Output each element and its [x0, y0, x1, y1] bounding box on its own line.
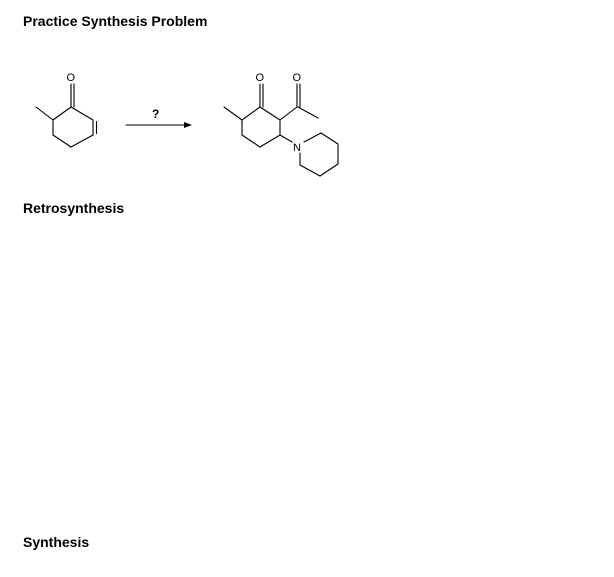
synthesis-heading: Synthesis: [23, 534, 90, 550]
nitrogen-label: N: [293, 142, 301, 154]
piperidine-bond: [320, 132, 339, 145]
arrow-head-icon: [184, 122, 192, 128]
page-title: Practice Synthesis Problem: [23, 13, 208, 29]
side-chain-bond: [279, 106, 298, 121]
c-n-bond: [279, 134, 293, 143]
reaction-scheme: O ? O O: [0, 50, 360, 190]
piperidine-bond: [319, 163, 339, 177]
ring-bond: [70, 106, 94, 121]
oxygen-label-1: O: [256, 72, 265, 84]
methyl-bond: [35, 106, 54, 121]
ring-bond: [52, 134, 72, 148]
ring-bond: [241, 106, 261, 121]
oxygen-label: O: [67, 72, 76, 84]
ring-bond: [52, 106, 72, 121]
reagent-label: ?: [152, 107, 159, 121]
retrosynthesis-heading: Retrosynthesis: [23, 200, 125, 216]
oxygen-label-2: O: [293, 72, 302, 84]
starting-material-structure: O: [35, 72, 98, 148]
piperidine-bond: [299, 164, 321, 177]
ring-bond: [70, 134, 94, 148]
reaction-scheme-drawing: O ? O O: [35, 72, 339, 177]
ring-bond: [259, 106, 281, 121]
ring-bond: [259, 134, 281, 148]
methyl-bond: [223, 106, 243, 121]
ring-bond: [241, 134, 261, 148]
methyl-bond: [297, 106, 319, 119]
piperidine-bond: [303, 132, 322, 143]
reaction-arrow: ?: [125, 107, 192, 128]
product-structure: O O N: [223, 72, 339, 177]
